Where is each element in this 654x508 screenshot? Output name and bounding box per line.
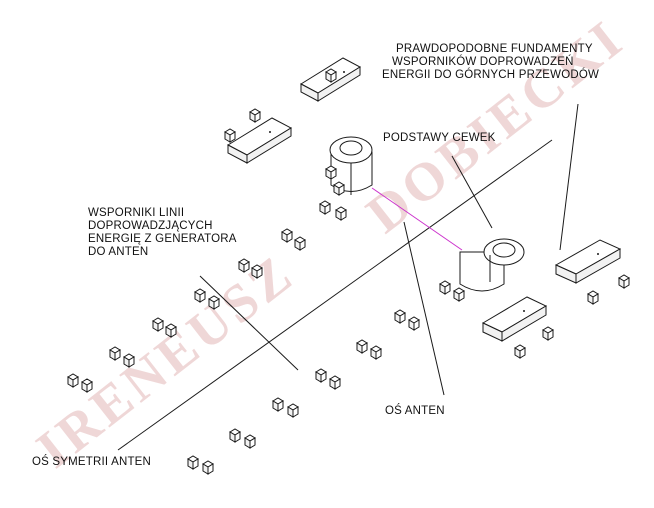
footing-cube bbox=[370, 345, 382, 360]
symmetry-axis-label: OŚ SYMETRII ANTEN bbox=[32, 456, 152, 468]
footing-cube bbox=[287, 403, 299, 418]
footing-cube bbox=[325, 165, 337, 180]
footing-cube bbox=[356, 339, 368, 354]
footing-cube bbox=[408, 316, 420, 331]
coils-label: PODSTAWY CEWEK bbox=[383, 132, 496, 144]
support-footings bbox=[67, 68, 630, 475]
footing-cube bbox=[294, 236, 306, 251]
footing-cube bbox=[439, 280, 451, 295]
watermark-text-1: IRENEUSZ bbox=[25, 242, 305, 479]
supports-label: WSPORNIKI LINII DOPROWADZJĄCYCH ENERGIĘ … bbox=[88, 207, 237, 259]
footing-cube bbox=[208, 295, 220, 310]
symmetry-axis-line bbox=[117, 139, 553, 451]
foundations-label-line-1: PRAWDOPODOBNE FUNDAMENTY bbox=[396, 43, 593, 55]
foundations-leader-line bbox=[559, 103, 579, 251]
foundations-label-line-3: ENERGII DO GÓRNYCH PRZEWODÓW bbox=[382, 69, 600, 81]
supports-label-line-4: DO ANTEN bbox=[88, 246, 149, 258]
footing-cube bbox=[618, 274, 630, 289]
coil-base bbox=[329, 136, 373, 195]
foundations-label-line-2: WSPORNIKÓW DOPROWADZEŃ bbox=[392, 56, 574, 68]
footing-cube bbox=[244, 434, 256, 449]
footing-cube bbox=[81, 378, 93, 393]
coils-leader-line bbox=[451, 155, 493, 229]
foundation-slab bbox=[554, 239, 622, 284]
supports-leader-line bbox=[199, 275, 299, 371]
supports-label-line-3: ENERGIĘ Z GENERATORA bbox=[88, 233, 237, 245]
footing-cube bbox=[315, 368, 327, 383]
footing-cube bbox=[238, 258, 250, 273]
coil-connector-line bbox=[371, 187, 463, 251]
footing-cube bbox=[514, 344, 526, 359]
footing-cube bbox=[453, 287, 465, 302]
footing-cube bbox=[224, 128, 236, 143]
footing-cube bbox=[202, 460, 214, 475]
supports-label-line-1: WSPORNIKI LINII bbox=[88, 207, 185, 219]
coil-base bbox=[459, 238, 525, 292]
footing-cube bbox=[542, 326, 554, 341]
footing-cube bbox=[329, 375, 341, 390]
antenna-axis-label: OŚ ANTEN bbox=[385, 405, 445, 417]
footing-cube bbox=[587, 290, 599, 305]
footing-cube bbox=[67, 373, 79, 388]
antenna-axis-line bbox=[403, 221, 445, 396]
footing-cube bbox=[109, 346, 121, 361]
footing-cube bbox=[272, 397, 284, 412]
foundation-slab bbox=[481, 296, 548, 342]
footing-cube bbox=[187, 455, 199, 470]
footing-cube bbox=[394, 309, 406, 324]
footing-cube bbox=[333, 181, 345, 196]
footing-cube bbox=[325, 68, 337, 83]
footing-cube bbox=[319, 200, 331, 215]
footing-cube bbox=[123, 353, 135, 368]
footing-cube bbox=[281, 228, 293, 243]
footing-cube bbox=[249, 108, 261, 123]
footing-cube bbox=[194, 288, 206, 303]
footing-cube bbox=[229, 428, 241, 443]
footing-cube bbox=[335, 206, 347, 221]
foundations-label: PRAWDOPODOBNE FUNDAMENTY WSPORNIKÓW DOPR… bbox=[382, 43, 599, 82]
footing-cube bbox=[152, 317, 164, 332]
foundation-slab bbox=[226, 117, 293, 164]
supports-label-line-2: DOPROWADZJĄCYCH bbox=[88, 220, 213, 232]
footing-cube bbox=[251, 264, 263, 279]
footing-cube bbox=[165, 323, 177, 338]
